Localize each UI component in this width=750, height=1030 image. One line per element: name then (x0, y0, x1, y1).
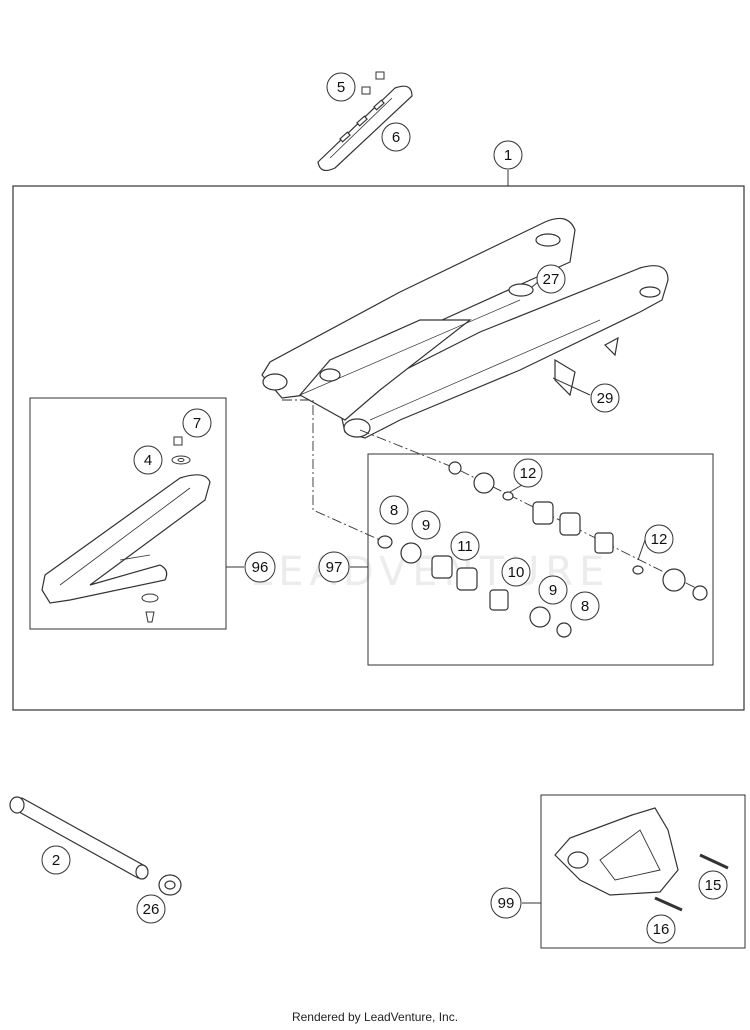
svg-text:5: 5 (337, 79, 345, 96)
callout-12a: 12 (513, 458, 543, 488)
part-5-screws (361, 71, 385, 95)
callout-8a: 8 (379, 495, 409, 525)
callout-15: 15 (698, 870, 728, 900)
svg-text:8: 8 (581, 598, 589, 615)
part-26-nut (158, 874, 182, 896)
callout-7: 7 (182, 408, 212, 438)
callout-26: 26 (136, 894, 166, 924)
svg-text:9: 9 (422, 517, 430, 534)
callout-16: 16 (646, 914, 676, 944)
callout-11: 11 (450, 531, 480, 561)
callout-10: 10 (501, 557, 531, 587)
svg-text:10: 10 (508, 564, 525, 581)
part-1-swingarm (261, 217, 669, 439)
svg-text:26: 26 (143, 901, 160, 918)
svg-text:2: 2 (52, 852, 60, 869)
footer-credit: Rendered by LeadVenture, Inc. (291, 1010, 459, 1024)
svg-text:97: 97 (326, 559, 343, 576)
callout-96: 96 (244, 551, 276, 583)
main-assembly-frame (12, 185, 745, 711)
svg-text:6: 6 (392, 129, 400, 146)
svg-text:8: 8 (390, 502, 398, 519)
part-6-chain-slider (317, 85, 413, 172)
svg-text:12: 12 (520, 465, 537, 482)
callout-4: 4 (133, 445, 163, 475)
svg-text:15: 15 (705, 877, 722, 894)
svg-text:27: 27 (543, 271, 560, 288)
svg-text:12: 12 (651, 531, 668, 548)
svg-text:96: 96 (252, 559, 269, 576)
part-99-chain-guide (554, 807, 729, 912)
slider-bottom-hardware (141, 593, 159, 623)
callout-1: 1 (493, 140, 523, 170)
callout-99: 99 (490, 887, 522, 919)
part-96-lower-chain-slider (41, 474, 211, 604)
callout-97: 97 (318, 551, 350, 583)
callout-6: 6 (381, 122, 411, 152)
callout-29: 29 (590, 383, 620, 413)
part-2-axle (9, 796, 149, 880)
part-4-washer (171, 455, 191, 465)
svg-text:16: 16 (653, 921, 670, 938)
svg-text:7: 7 (193, 415, 201, 432)
svg-text:9: 9 (549, 582, 557, 599)
callout-5: 5 (326, 72, 356, 102)
callout-27: 27 (536, 264, 566, 294)
svg-text:1: 1 (504, 147, 512, 164)
callout-12b: 12 (644, 524, 674, 554)
svg-text:29: 29 (597, 390, 614, 407)
svg-text:4: 4 (144, 452, 152, 469)
callout-9a: 9 (411, 510, 441, 540)
bearing-kit-box (367, 453, 714, 666)
callout-8b: 8 (570, 591, 600, 621)
svg-text:99: 99 (498, 895, 515, 912)
part-7-screw (173, 436, 183, 446)
callout-9b: 9 (538, 575, 568, 605)
svg-text:11: 11 (457, 538, 473, 555)
part-27-pad (508, 283, 534, 297)
chain-guide-box (540, 794, 746, 949)
callout-2: 2 (41, 845, 71, 875)
chain-slider-box (29, 397, 227, 630)
part-97-bearing-kit (377, 461, 708, 638)
